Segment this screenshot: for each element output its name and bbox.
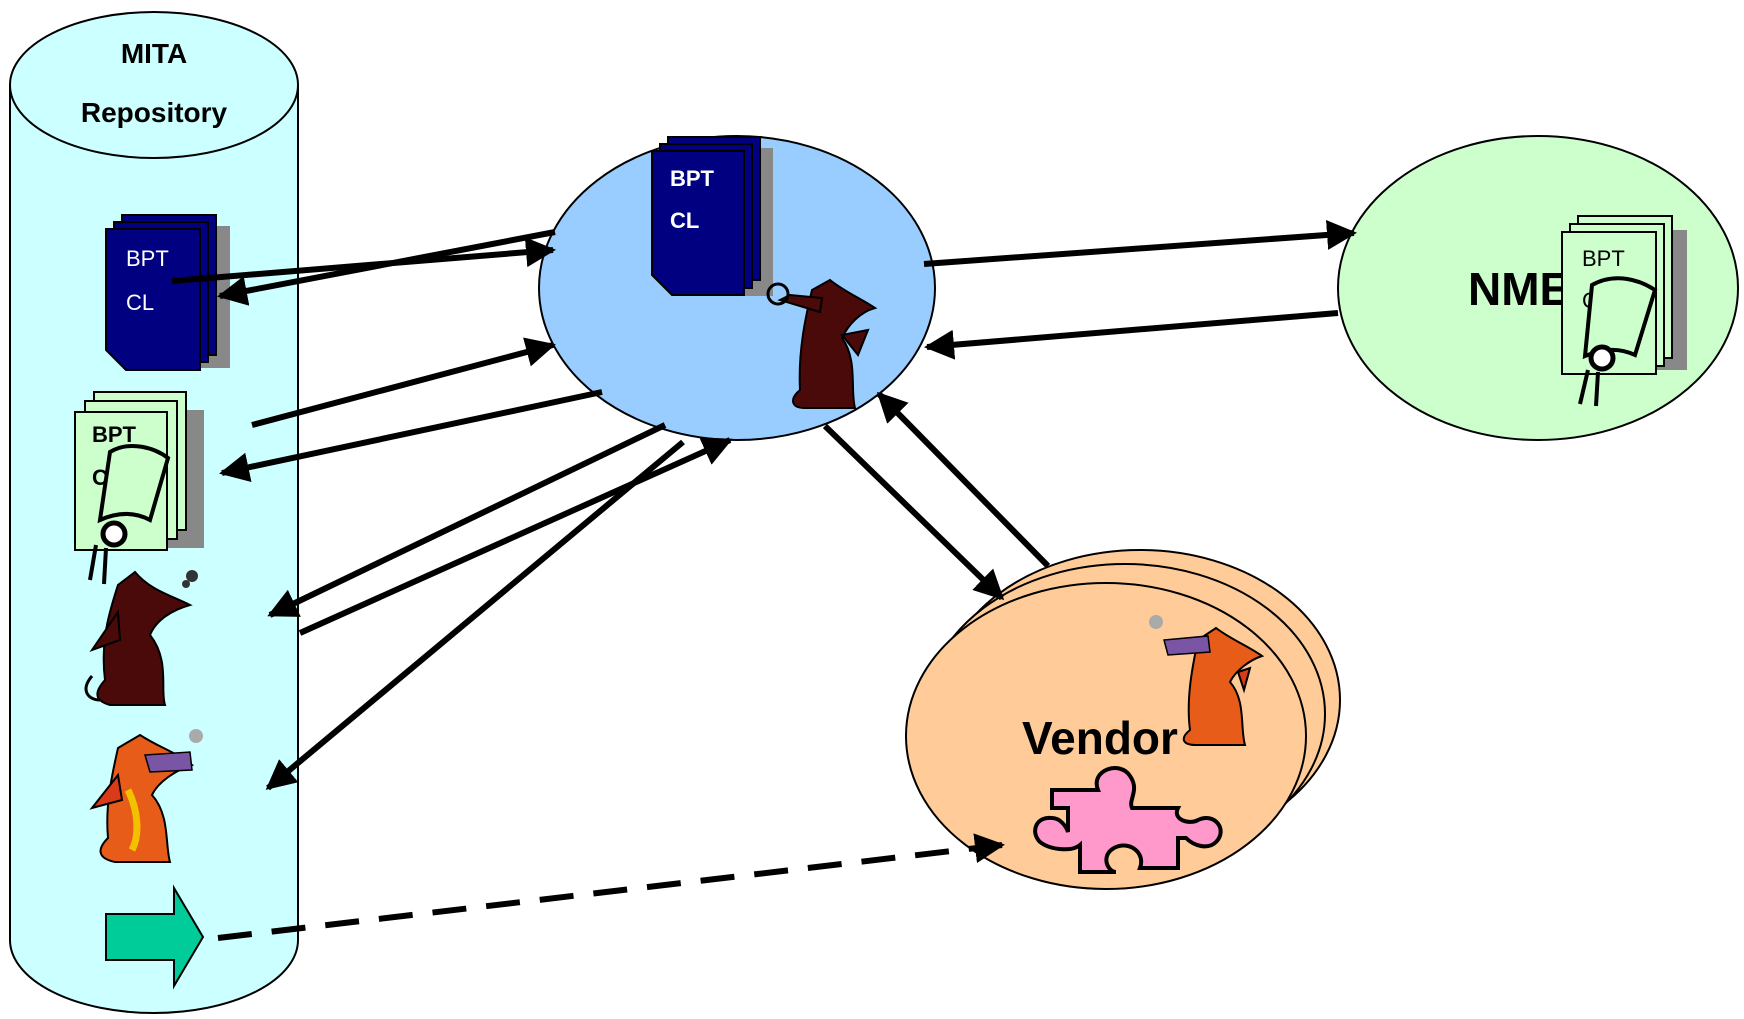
block-arrow-icon [105, 884, 205, 990]
repository-title-line2: Repository [81, 97, 228, 128]
dragon-icon [1149, 615, 1265, 746]
vendor-label: Vendor [1022, 712, 1178, 764]
dragon-icon [766, 278, 878, 409]
arrow-hub-to-vendor [822, 423, 1005, 601]
connector-arrows [171, 219, 1357, 941]
repository-title-line1: MITA [121, 38, 187, 69]
arrow-hub-to-repo-blue [217, 229, 556, 306]
dashed-arrow-repo-to-vendor-puzzle [217, 833, 1005, 941]
hub-doc-line2: CL [670, 208, 699, 233]
dragon-icon [89, 729, 203, 863]
repo-doc-blue-line1: BPT [126, 246, 169, 271]
arrow-hub-to-repo-orange-dragon [265, 439, 685, 791]
document-stack-icon: BPT CL [105, 214, 230, 371]
arrow-repo-dark-dragon-to-hub [298, 437, 733, 636]
certificate-icon: BPT CL [1561, 215, 1687, 407]
arrow-repo-blue-to-hub [171, 237, 556, 284]
nme-doc-line1: BPT [1582, 246, 1625, 271]
certificate-icon: BPT CL [74, 391, 204, 585]
repository-top [9, 11, 299, 159]
arrow-vendor-to-hub [876, 391, 1051, 569]
repo-doc-green-line1: BPT [92, 422, 137, 447]
puzzle-piece-icon [1033, 766, 1223, 874]
repo-doc-blue-line2: CL [126, 290, 154, 315]
document-stack-icon: BPT CL [651, 136, 773, 296]
arrow-hub-to-repo-green [219, 389, 603, 483]
arrow-hub-to-nme [923, 219, 1357, 267]
arrow-repo-green-to-hub [251, 337, 556, 428]
nme-label: NME [1468, 263, 1570, 315]
dragon-icon [84, 570, 198, 706]
hub-doc-line1: BPT [670, 166, 715, 191]
arrow-nme-to-hub [924, 310, 1339, 360]
arrow-hub-to-repo-dark-dragon [267, 422, 667, 618]
